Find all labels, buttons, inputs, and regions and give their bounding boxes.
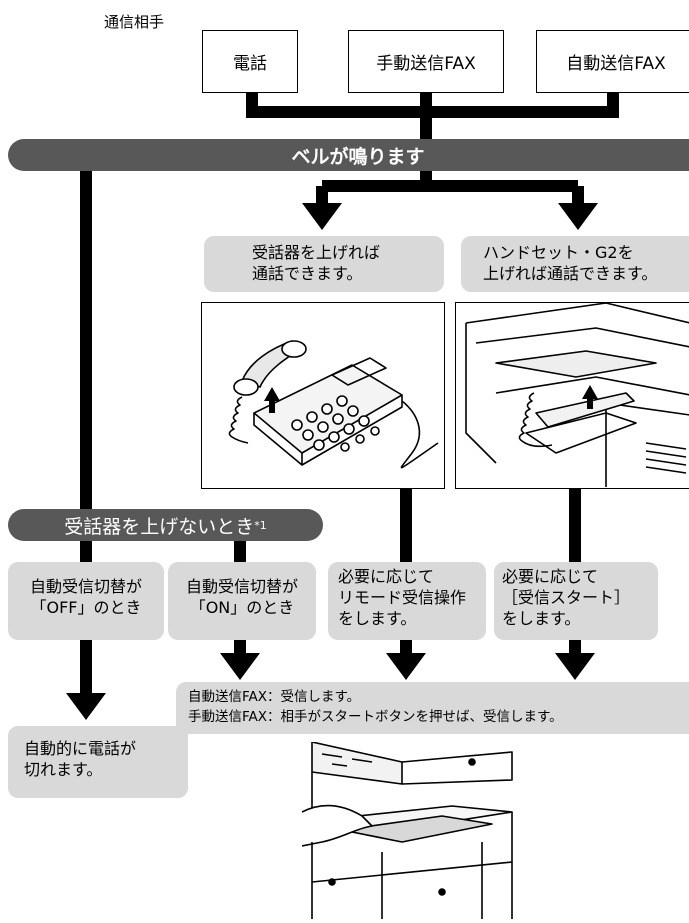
source-manual-fax: 手動送信FAX	[348, 30, 504, 93]
disconnect-line1: 自動的に電話が	[24, 739, 137, 758]
remote-line3: をします。	[338, 609, 417, 628]
no-pickup-bar: 受話器を上げないとき*1	[8, 509, 323, 541]
source-auto-fax: 自動送信FAX	[536, 30, 689, 93]
remote-line2: リモード受信操作	[338, 588, 467, 607]
g2-callout-line2: 上げれば通話できます。	[483, 264, 658, 283]
bell-rings-bar: ベルが鳴ります	[8, 139, 689, 171]
auto-off-line2: 「OFF」のとき	[30, 598, 142, 617]
source-telephone: 電話	[202, 30, 298, 93]
copier-paper-illustration	[301, 741, 522, 919]
remote-line1: 必要に応じて	[338, 567, 435, 586]
receive-start-box: 必要に応じて ［受信スタート］ をします。	[494, 562, 658, 640]
start-line1: 必要に応じて	[502, 567, 599, 586]
counterparty-label: 通信相手	[104, 13, 165, 31]
auto-on-line1: 自動受信切替が	[185, 577, 298, 596]
remote-receive-box: 必要に応じて リモード受信操作 をします。	[328, 562, 486, 640]
auto-on-line2: 「ON」のとき	[189, 598, 295, 617]
auto-receive-on-box: 自動受信切替が 「ON」のとき	[168, 562, 316, 640]
telephone-illustration	[201, 302, 445, 489]
auto-disconnect-box: 自動的に電話が 切れます。	[8, 726, 188, 798]
copier-handset-illustration	[455, 302, 689, 489]
disconnect-line2: 切れます。	[24, 760, 103, 779]
g2-callout: ハンドセット・G2を 上げれば通話できます。	[461, 236, 689, 292]
receive-line1: 自動送信FAX：受信します。	[188, 689, 361, 705]
handset-callout-line1: 受話器を上げれば	[252, 243, 381, 262]
start-line2: ［受信スタート］	[502, 588, 631, 607]
receive-line2: 手動送信FAX：相手がスタートボタンを押せば、受信します。	[188, 709, 563, 725]
no-pickup-text: 受話器を上げないとき	[64, 515, 255, 538]
handset-callout-line2: 通話できます。	[252, 264, 363, 283]
auto-off-line1: 自動受信切替が	[29, 577, 142, 596]
receive-result-box: 自動送信FAX：受信します。 手動送信FAX：相手がスタートボタンを押せば、受信…	[176, 682, 689, 734]
start-line3: をします。	[502, 609, 581, 628]
auto-receive-off-box: 自動受信切替が 「OFF」のとき	[8, 562, 164, 640]
handset-callout: 受話器を上げれば 通話できます。	[204, 236, 444, 292]
no-pickup-note: *1	[254, 518, 267, 532]
g2-callout-line1: ハンドセット・G2を	[483, 243, 634, 262]
